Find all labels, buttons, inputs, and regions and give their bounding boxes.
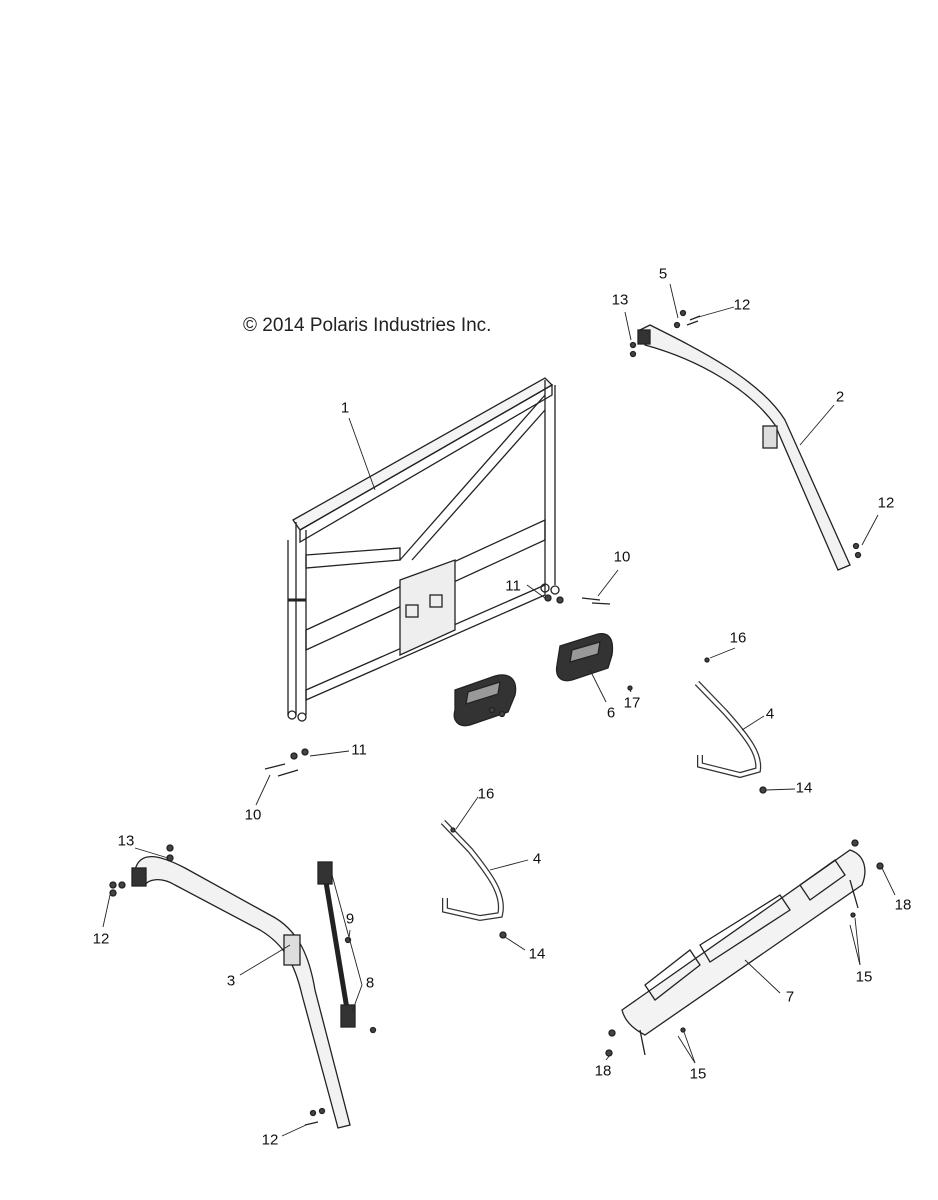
callout-leader-lines — [102, 283, 896, 1137]
part-3-roll-bar-left — [131, 856, 351, 1129]
callout-15: 15 — [855, 968, 873, 986]
callout-17: 17 — [623, 694, 641, 712]
callout-12: 12 — [92, 930, 110, 948]
callout-4: 4 — [765, 705, 775, 723]
callout-7: 7 — [785, 988, 795, 1006]
callout-13: 13 — [117, 832, 135, 850]
callout-2: 2 — [835, 388, 845, 406]
callout-14: 14 — [528, 945, 546, 963]
callout-14: 14 — [795, 779, 813, 797]
callout-10: 10 — [613, 548, 631, 566]
callout-1: 1 — [340, 399, 350, 417]
callout-8: 8 — [365, 974, 375, 992]
callout-18: 18 — [594, 1062, 612, 1080]
part-8-bracket — [317, 861, 356, 1028]
callout-18: 18 — [894, 896, 912, 914]
part-1-rear-frame — [287, 377, 560, 722]
part-6-tail-lights — [453, 633, 614, 727]
callout-4: 4 — [532, 850, 542, 868]
callout-12: 12 — [261, 1131, 279, 1149]
callout-5: 5 — [658, 265, 668, 283]
copyright-notice: © 2014 Polaris Industries Inc. — [243, 315, 492, 336]
callout-16: 16 — [729, 629, 747, 647]
part-2-roll-bar-right — [637, 324, 851, 571]
callout-15: 15 — [689, 1065, 707, 1083]
hardware-fasteners — [109, 309, 884, 1126]
callout-6: 6 — [606, 704, 616, 722]
callout-12: 12 — [877, 494, 895, 512]
part-7-tailgate-panel — [621, 849, 866, 1056]
callout-10: 10 — [244, 806, 262, 824]
part-4-grab-handle-right — [694, 680, 762, 779]
callout-11: 11 — [351, 741, 367, 759]
callout-9: 9 — [345, 910, 355, 928]
part-4-grab-handle-left — [440, 819, 504, 922]
callout-11: 11 — [505, 577, 521, 595]
callout-13: 13 — [611, 291, 629, 309]
callout-16: 16 — [477, 785, 495, 803]
callout-3: 3 — [226, 972, 236, 990]
callout-12: 12 — [733, 296, 751, 314]
